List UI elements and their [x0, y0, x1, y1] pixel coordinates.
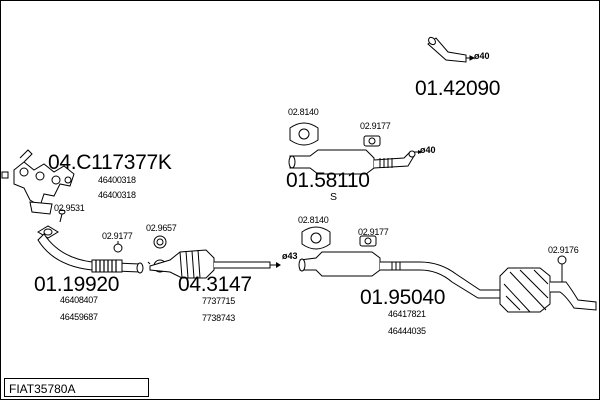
- part-note-s: S: [330, 191, 338, 203]
- ref-7737715: 7737715: [202, 296, 235, 306]
- diameter-symbol: ø: [474, 51, 480, 61]
- ref-46417821: 46417821: [388, 309, 426, 319]
- part-number-04-3147: 04.3147: [178, 273, 252, 296]
- diameter-symbol: ø: [420, 145, 426, 155]
- front-pipe-01-19920[interactable]: [37, 233, 144, 274]
- fitting-label-02-9177-left: 02.9177: [102, 231, 133, 241]
- tail-pipe-01-42090[interactable]: [427, 36, 476, 63]
- diameter-label-middle: ø40: [420, 146, 436, 155]
- rear-silencer-assembly[interactable]: [298, 251, 597, 313]
- fitting-label-02-8140-lower: 02.8140: [298, 215, 329, 225]
- fitting-label-02-9177-top: 02.9177: [360, 121, 391, 131]
- exhaust-manifold[interactable]: [1, 149, 75, 215]
- ref-46459687: 46459687: [60, 312, 98, 322]
- fitting-label-02-9531: 02.9531: [54, 203, 85, 213]
- diameter-label-top: ø40: [474, 52, 490, 61]
- part-number-01-19920: 01.19920: [34, 273, 120, 296]
- part-number-01-95040: 01.95040: [360, 286, 446, 309]
- part-number-01-58110: 01.58110: [286, 169, 370, 192]
- clamp-02-9177-top[interactable]: [363, 135, 381, 147]
- connector-line: [147, 261, 151, 265]
- fitting-label-02-9177-lower: 02.9177: [358, 227, 389, 237]
- catalytic-converter[interactable]: [149, 249, 271, 279]
- fitting-label-02-8140-top: 02.8140: [288, 107, 319, 117]
- diameter-43-arrow: [270, 262, 281, 268]
- middle-silencer-01-58110[interactable]: [288, 149, 416, 175]
- diameter-40-arrow-middle: [414, 150, 422, 154]
- model-code: FIAT35780A: [9, 382, 76, 396]
- ref-46400318-a: 46400318: [98, 175, 136, 185]
- clamp-02-9177-left[interactable]: [113, 241, 123, 253]
- ref-46444035: 46444035: [388, 326, 426, 336]
- diameter-value: 43: [287, 251, 298, 261]
- fitting-label-02-9176: 02.9176: [548, 245, 579, 255]
- diameter-label-43: ø43: [282, 252, 298, 261]
- hanger-02-8140-lower[interactable]: [301, 226, 331, 250]
- ref-46408407: 46408407: [60, 295, 98, 305]
- ref-7738743: 7738743: [202, 313, 235, 323]
- clamp-02-9177-lower[interactable]: [359, 235, 377, 247]
- diameter-symbol: ø: [282, 251, 288, 261]
- part-number-04-C117377K: 04.C117377K: [48, 151, 172, 174]
- part-number-01-42090: 01.42090: [415, 77, 501, 100]
- fitting-label-02-9657: 02.9657: [146, 223, 177, 233]
- ref-46400318-b: 46400318: [98, 190, 136, 200]
- diameter-value: 40: [479, 51, 490, 61]
- gasket-02-9531[interactable]: [37, 209, 66, 239]
- hanger-02-8140-top[interactable]: [289, 122, 319, 146]
- diameter-value: 40: [425, 145, 436, 155]
- model-code-box: FIAT35780A: [4, 378, 149, 397]
